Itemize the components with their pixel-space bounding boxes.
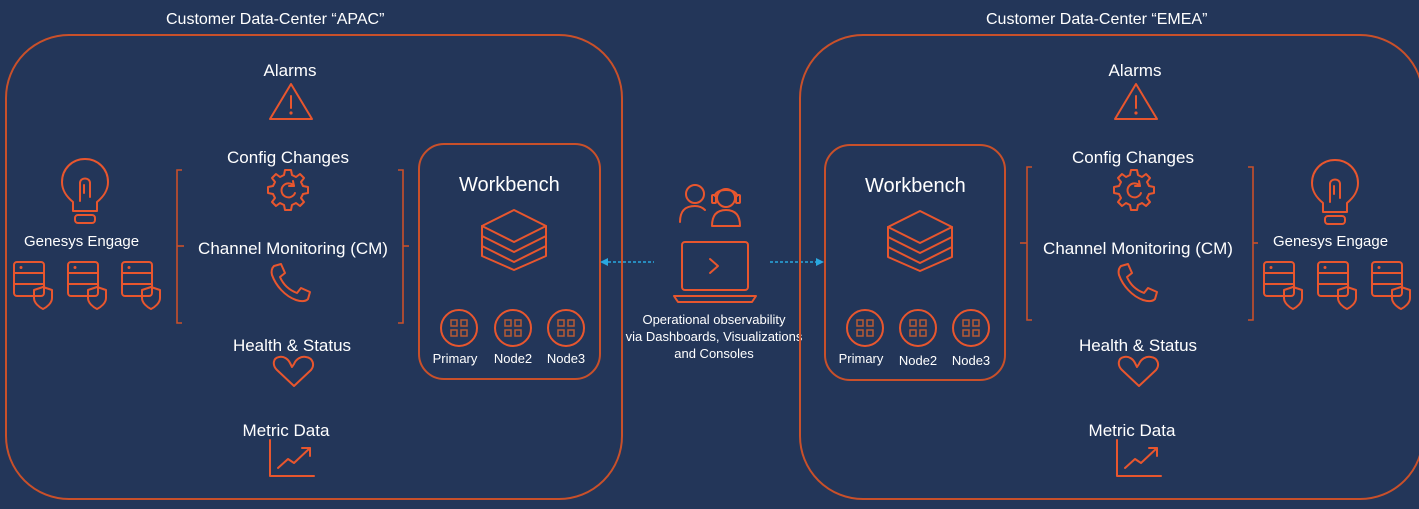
alarm-warning-icon — [1114, 83, 1158, 120]
workbench-layers-icon — [481, 209, 547, 271]
server-shield-icon — [1371, 261, 1411, 310]
caption-line: and Consoles — [674, 346, 754, 361]
apac-node-label: Node3 — [546, 351, 586, 366]
connection-arrows — [600, 258, 824, 266]
server-shield-icon — [121, 261, 161, 310]
health-heart-icon — [272, 355, 315, 387]
apac-workbench-title: Workbench — [459, 174, 560, 196]
emea-title: Customer Data-Center “EMEA” — [986, 11, 1208, 28]
workbench-layers-icon — [887, 210, 953, 272]
node2-icon — [899, 309, 937, 347]
server-shield-icon — [1263, 261, 1303, 310]
alarm-warning-icon — [269, 83, 313, 120]
config-gear-icon — [1113, 169, 1155, 211]
server-shield-icon — [1317, 261, 1357, 310]
caption-line: Operational observability — [642, 312, 786, 327]
emea-channel-label: Channel Monitoring (CM) — [1043, 239, 1233, 258]
phone-icon — [270, 263, 311, 303]
apac-config-label: Config Changes — [227, 148, 349, 167]
emea-server-icons — [1263, 261, 1411, 310]
node3-icon — [952, 309, 990, 347]
apac-datacenter-box — [5, 34, 623, 500]
emea-node-label: Primary — [838, 351, 884, 366]
observability-caption: Operational observability via Dashboards… — [614, 311, 814, 362]
emea-metrics-bracket — [1020, 166, 1258, 321]
emea-node-icons — [846, 309, 990, 347]
apac-node-label: Node2 — [493, 351, 533, 366]
node-primary-icon — [440, 309, 478, 347]
metric-chart-icon — [269, 439, 315, 477]
emea-alarms-label: Alarms — [1108, 61, 1162, 80]
emea-metric-label: Metric Data — [1088, 421, 1176, 440]
phone-icon — [1117, 263, 1158, 303]
laptop-console-icon — [673, 241, 757, 303]
genesys-bulb-icon — [61, 158, 109, 224]
apac-health-label: Health & Status — [232, 336, 352, 355]
apac-title: Customer Data-Center “APAC” — [166, 11, 385, 28]
node2-icon — [494, 309, 532, 347]
metric-chart-icon — [1116, 439, 1162, 477]
emea-node-label: Node2 — [898, 353, 938, 368]
emea-node-label: Node3 — [951, 353, 991, 368]
operators-icon — [679, 184, 741, 227]
node-primary-icon — [846, 309, 884, 347]
genesys-bulb-icon — [1311, 159, 1359, 225]
emea-workbench-box — [824, 144, 1006, 381]
apac-alarms-label: Alarms — [263, 61, 317, 80]
emea-config-label: Config Changes — [1072, 148, 1194, 167]
caption-line: via Dashboards, Visualizations — [625, 329, 803, 344]
server-shield-icon — [67, 261, 107, 310]
node3-icon — [547, 309, 585, 347]
emea-datacenter-box — [799, 34, 1419, 500]
config-gear-icon — [267, 169, 309, 211]
emea-workbench-title: Workbench — [865, 175, 966, 197]
apac-channel-label: Channel Monitoring (CM) — [198, 239, 388, 258]
apac-node-label: Primary — [432, 351, 478, 366]
apac-genesys-label: Genesys Engage — [24, 233, 140, 250]
apac-server-icons — [13, 261, 161, 310]
apac-workbench-box — [418, 143, 601, 380]
server-shield-icon — [13, 261, 53, 310]
apac-metric-label: Metric Data — [242, 421, 330, 440]
health-heart-icon — [1117, 355, 1160, 387]
apac-metrics-bracket — [176, 169, 409, 324]
apac-node-icons — [440, 309, 585, 347]
emea-health-label: Health & Status — [1078, 336, 1198, 355]
emea-genesys-label: Genesys Engage — [1273, 233, 1389, 250]
